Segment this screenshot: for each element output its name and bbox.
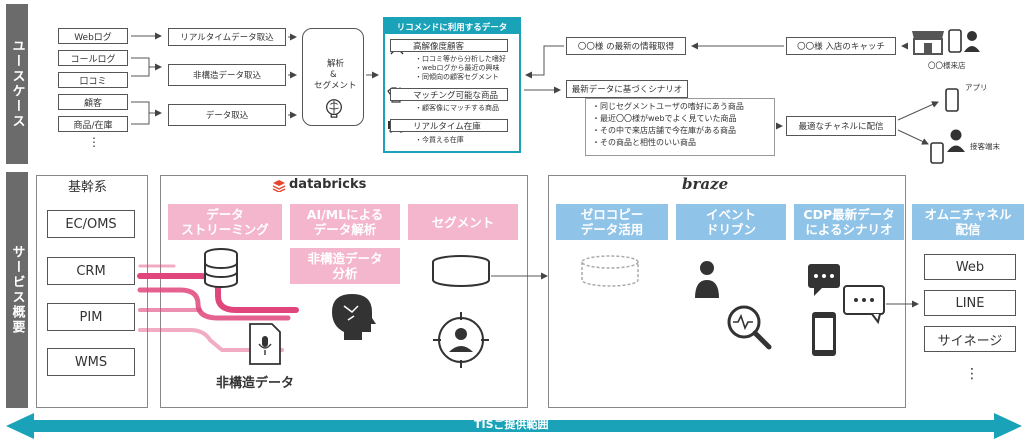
channel-more: ⋮ bbox=[965, 366, 979, 382]
system-crm: CRM bbox=[47, 257, 135, 285]
feature-zero-copy: ゼロコピー データ活用 bbox=[556, 204, 668, 240]
usecase-side-label: ユースケース bbox=[6, 4, 28, 164]
brain-icon bbox=[326, 99, 342, 118]
system-ec-oms: EC/OMS bbox=[47, 210, 135, 238]
system-wms: WMS bbox=[47, 348, 135, 376]
databricks-logo: databricks bbox=[289, 177, 367, 192]
recommend-panel: リコメンドに利用するデータ 高解像度顧客 ・口コミ等から分析した嗜好 ・webロ… bbox=[383, 17, 521, 153]
recommend-customer-sub-1: ・口コミ等から分析した嗜好 bbox=[415, 55, 506, 63]
source-review: 口コミ bbox=[58, 72, 128, 88]
core-title: 基幹系 bbox=[68, 180, 108, 195]
scenario-title-box: 最新データに基づくシナリオ bbox=[566, 80, 688, 98]
scenario-item-3: ・その中で来店店舗で今在庫がある商品 bbox=[592, 126, 736, 135]
analysis-label-3: セグメント bbox=[314, 81, 357, 91]
feature-ai-ml: AI/MLによる データ解析 bbox=[290, 204, 400, 240]
ai-head-icon bbox=[332, 294, 376, 340]
smartphone-icon bbox=[812, 312, 836, 356]
document-audio-icon bbox=[249, 323, 281, 365]
segment-target-icon bbox=[433, 312, 489, 368]
feature-streaming: データ ストリーミング bbox=[168, 204, 282, 240]
tis-range-arrow bbox=[6, 413, 1022, 439]
feature-event-driven: イベント ドリブン bbox=[676, 204, 786, 240]
channel-web: Web bbox=[924, 254, 1016, 280]
omni-title: オムニチャネル 配信 bbox=[912, 204, 1024, 240]
recommend-stock-sub: ・今買える在庫 bbox=[415, 136, 464, 144]
store-visit-label: 〇〇様来店 bbox=[928, 61, 966, 70]
staff-phone-icon bbox=[930, 142, 944, 164]
feature-unstructured: 非構造データ 分析 bbox=[290, 248, 400, 284]
scenario-detail-box bbox=[585, 98, 775, 156]
feature-segment: セグメント bbox=[408, 204, 518, 240]
recommend-product: マッチング可能な商品 bbox=[390, 88, 508, 101]
system-pim: PIM bbox=[47, 303, 135, 331]
unstructured-label: 非構造データ bbox=[216, 376, 295, 391]
chat-icon bbox=[808, 264, 840, 296]
deliver-box: 最適なチャネルに配信 bbox=[786, 116, 896, 136]
source-call-log: コールログ bbox=[58, 50, 128, 66]
staff-icon bbox=[947, 129, 965, 152]
recommend-customer-sub-2: ・webログから最近の興味 bbox=[415, 64, 500, 72]
channel-line: LINE bbox=[924, 290, 1016, 316]
storage-drum-icon bbox=[432, 255, 490, 287]
recommend-customer-sub-3: ・同傾向の顧客セグメント bbox=[415, 73, 499, 81]
source-web-log: Webログ bbox=[58, 28, 128, 44]
database-icon bbox=[204, 248, 238, 288]
feature-cdp-scenario: CDP最新データ によるシナリオ bbox=[794, 204, 904, 240]
customer-icon bbox=[964, 31, 980, 52]
braze-logo: braze bbox=[682, 175, 729, 193]
app-phone-icon bbox=[945, 88, 959, 112]
ghost-drum-icon bbox=[581, 255, 639, 287]
databricks-logo-icon bbox=[272, 180, 286, 192]
magnifier-icon bbox=[727, 305, 772, 350]
scenario-item-1: ・同じセグメントユーザの嗜好にあう商品 bbox=[592, 102, 744, 111]
source-product-stock: 商品/在庫 bbox=[58, 116, 128, 132]
analysis-box: 解析 & セグメント bbox=[302, 28, 364, 126]
process-realtime: リアルタイムデータ取込 bbox=[168, 28, 286, 46]
analysis-label-1: 解析 bbox=[327, 59, 345, 69]
app-label: アプリ bbox=[965, 83, 988, 92]
process-unstructured: 非構造データ取込 bbox=[168, 64, 286, 86]
chat-outline-icon bbox=[843, 285, 885, 325]
scenario-item-4: ・その商品と相性のいい商品 bbox=[592, 138, 696, 147]
latest-info-box: 〇〇様 の最新の情報取得 bbox=[566, 37, 686, 55]
event-person-icon bbox=[695, 261, 719, 298]
analysis-label-2: & bbox=[330, 70, 337, 80]
service-side-label: サービス概要 bbox=[6, 172, 28, 408]
channel-signage: サイネージ bbox=[924, 326, 1016, 352]
recommend-title: リコメンドに利用するデータ bbox=[385, 19, 519, 34]
recommend-product-sub: ・顧客像にマッチする商品 bbox=[415, 104, 499, 112]
store-catch-box: 〇〇様 入店のキャッチ bbox=[786, 37, 896, 55]
source-customer: 顧客 bbox=[58, 94, 128, 110]
recommend-customer: 高解像度顧客 bbox=[390, 39, 508, 52]
recommend-stock: リアルタイム在庫 bbox=[390, 119, 508, 132]
phone-icon bbox=[948, 29, 962, 53]
process-ingest: データ取込 bbox=[168, 104, 286, 126]
source-more: ⋮ bbox=[88, 135, 100, 149]
staff-label: 接客端末 bbox=[970, 142, 1000, 151]
tis-range-label: TISご提供範囲 bbox=[474, 418, 549, 431]
store-icon bbox=[912, 31, 944, 55]
scenario-item-2: ・最近〇〇様がwebでよく見ていた商品 bbox=[592, 114, 737, 123]
